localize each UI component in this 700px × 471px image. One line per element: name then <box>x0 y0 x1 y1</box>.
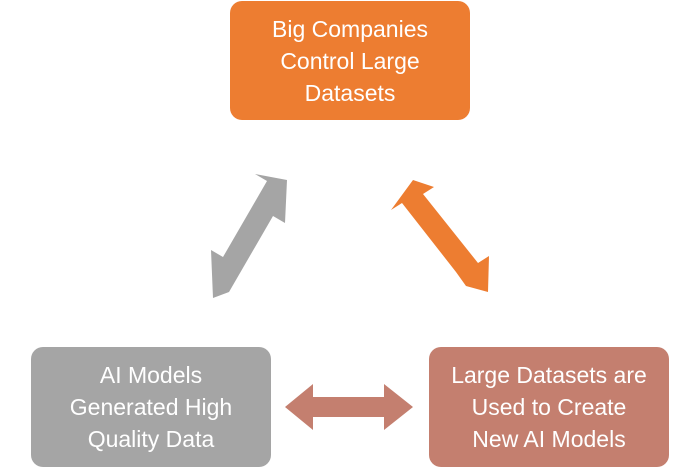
node-big-companies: Big Companies Control Large Datasets <box>230 1 470 120</box>
arrow-top-right <box>391 180 489 292</box>
arrow-left-right <box>285 384 413 430</box>
node-large-datasets: Large Datasets are Used to Create New AI… <box>429 347 669 467</box>
node-big-companies-text: Big Companies Control Large Datasets <box>272 13 428 109</box>
node-ai-models: AI Models Generated High Quality Data <box>31 347 271 467</box>
node-line: Control Large <box>280 47 420 74</box>
node-line: New AI Models <box>472 426 626 452</box>
node-ai-models-text: AI Models Generated High Quality Data <box>70 359 232 455</box>
node-line: AI Models <box>99 362 203 388</box>
node-line: Datasets <box>304 79 396 106</box>
node-line: Generated High <box>69 394 233 420</box>
arrow-left-top <box>211 174 287 298</box>
node-line: Quality Data <box>87 426 215 452</box>
node-large-datasets-text: Large Datasets are Used to Create New AI… <box>451 359 647 455</box>
node-line: Big Companies <box>272 15 428 42</box>
node-line: Used to Create <box>471 394 627 420</box>
node-line: Large Datasets are <box>451 362 647 388</box>
